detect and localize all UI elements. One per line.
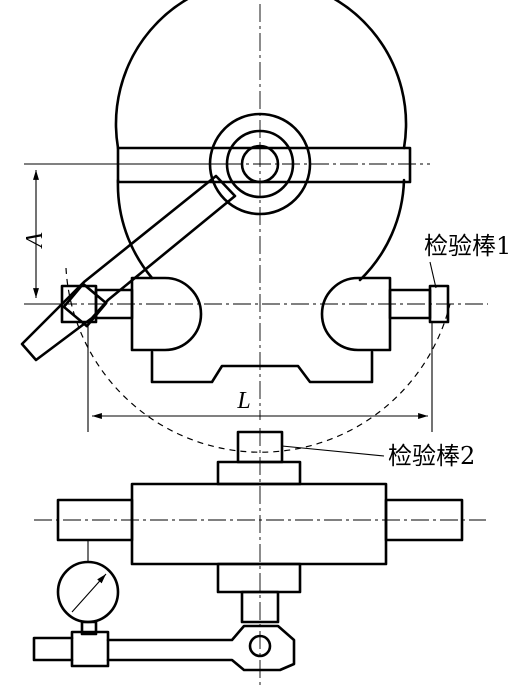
test-bar-1-label: 检验棒1	[424, 232, 511, 260]
lower-spindle	[240, 590, 280, 624]
test-bar-2-label: 检验棒2	[388, 442, 475, 470]
front-view: A L 检验棒1	[20, 0, 511, 453]
test-bar-1-end	[428, 284, 450, 324]
arm-pivot	[248, 634, 272, 658]
dial-indicator-needle	[71, 573, 107, 613]
right-boss	[320, 276, 392, 352]
side-view: 检验棒2	[32, 428, 486, 688]
turret-cross-bar	[116, 146, 412, 184]
dial-indicator-neck	[80, 620, 98, 636]
dimension-l-label: L	[236, 388, 250, 414]
test-bar-2-leader	[281, 445, 385, 457]
central-hub-inner	[240, 144, 280, 184]
left-boss	[130, 276, 203, 352]
dial-indicator-clamp	[70, 630, 110, 668]
lower-collar	[216, 562, 302, 594]
right-shaft	[384, 498, 464, 542]
test-bar-1-leader	[429, 261, 437, 289]
bottom-indicator-arm	[32, 624, 296, 672]
indicator-arm	[20, 174, 237, 362]
left-shaft	[56, 498, 134, 542]
upper-collar	[216, 460, 302, 486]
turret-base	[150, 350, 374, 384]
main-body	[130, 482, 388, 566]
dimension-a-label: A	[22, 232, 48, 249]
turret-body-outline	[114, 0, 408, 282]
indicator-clamp	[62, 282, 108, 328]
dial-indicator-face	[56, 560, 120, 624]
swing-arc	[65, 267, 451, 453]
